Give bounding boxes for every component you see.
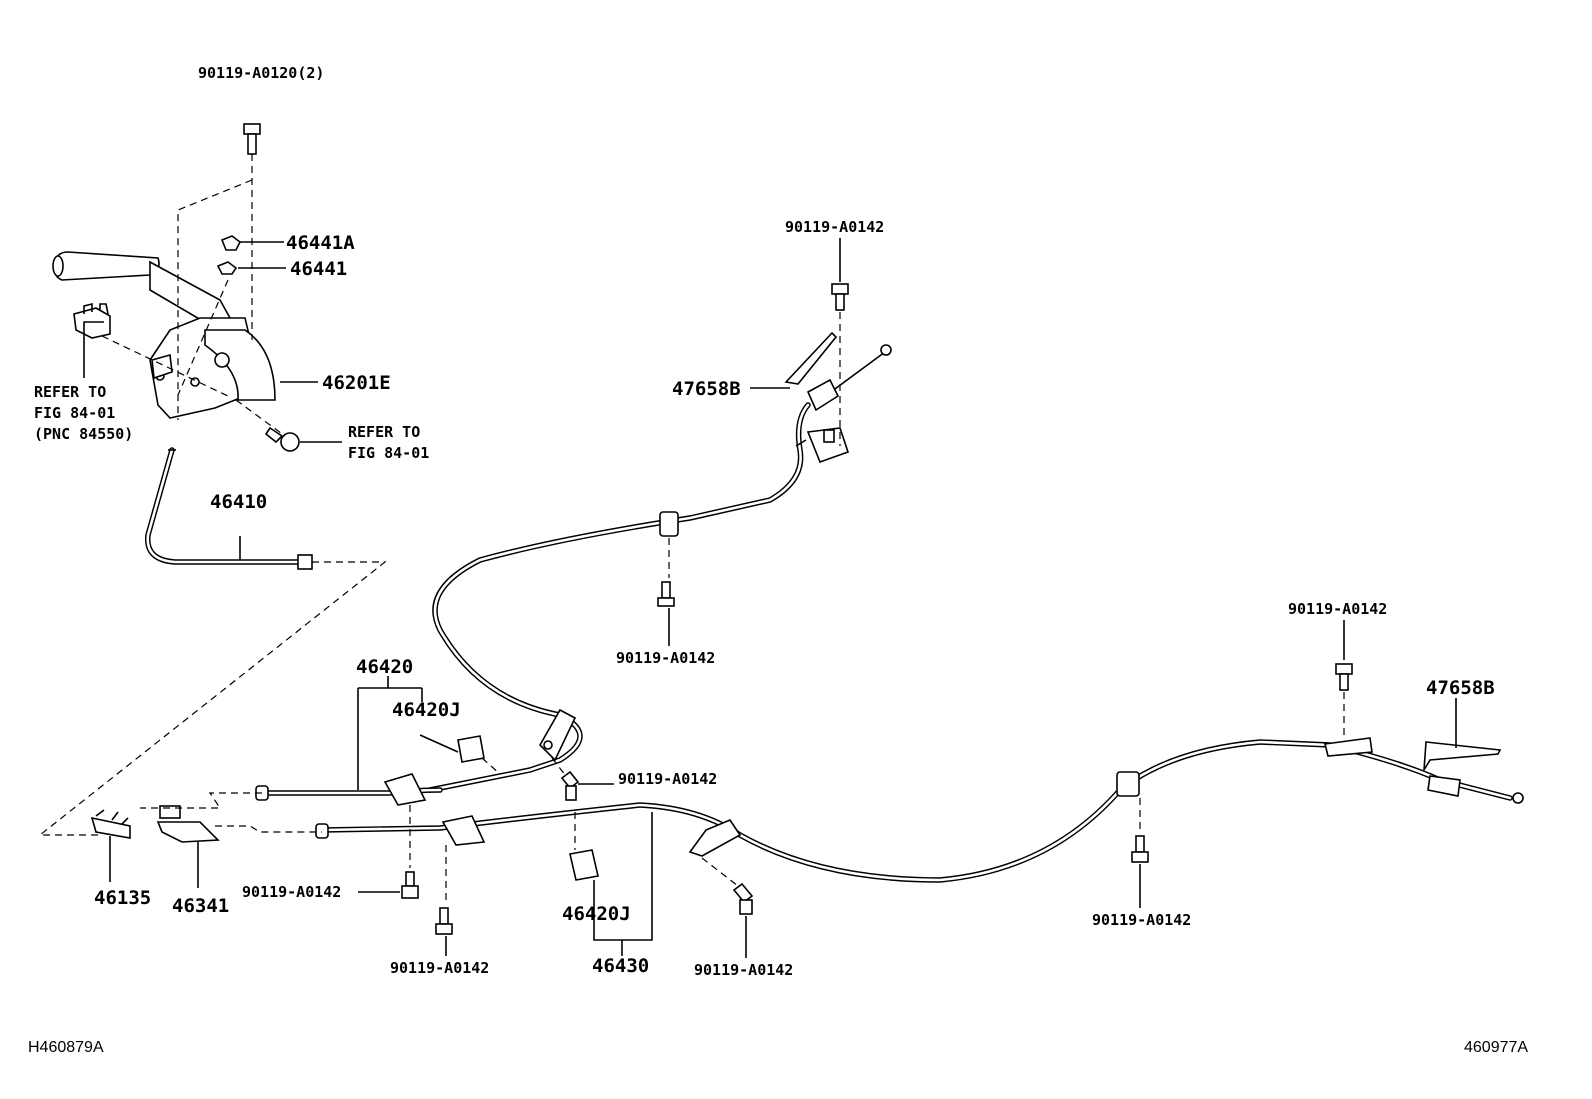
front-cable-46410 — [145, 447, 313, 570]
illustration-code-right: 460977A — [1464, 1039, 1528, 1056]
label-refer-right-2: FIG 84-01 — [348, 444, 429, 462]
bolt-icon — [243, 123, 261, 155]
bolt-icon — [1131, 835, 1149, 863]
label-refer-left-3: (PNC 84550) — [34, 425, 133, 443]
cable-clip-icon — [457, 735, 485, 763]
lower-cable-46430 — [315, 737, 1524, 883]
label-46135: 46135 — [94, 887, 151, 909]
label-46420: 46420 — [356, 656, 413, 678]
label-bolt-mid-cable: 90119-A0142 — [616, 649, 715, 667]
nut-icon — [216, 235, 242, 275]
label-46420j-top: 46420J — [392, 699, 461, 721]
label-refer-right-1: REFER TO — [348, 423, 420, 441]
bolt-icon — [732, 882, 754, 915]
label-bolt-top: 90119-A0120(2) — [198, 64, 324, 82]
label-46410: 46410 — [210, 491, 267, 513]
bolt-icon — [1335, 663, 1353, 691]
upper-cable — [427, 331, 892, 793]
label-bolt-left-lower: 90119-A0142 — [242, 883, 341, 901]
label-bolt-bottom-center: 90119-A0142 — [694, 961, 793, 979]
cable-clip-icon — [569, 849, 599, 881]
brake-switch-part — [73, 302, 111, 339]
parking-brake-lever — [52, 251, 276, 419]
bracket-part-46341 — [156, 805, 220, 843]
label-47658b-right: 47658B — [1426, 677, 1495, 699]
label-bolt-upper-cable: 90119-A0142 — [785, 218, 884, 236]
label-bolt-right-bottom: 90119-A0142 — [1092, 911, 1191, 929]
lower-cable-46420 — [255, 773, 443, 806]
label-bolt-bracket: 90119-A0142 — [618, 770, 717, 788]
bolt-icon — [435, 907, 453, 935]
label-refer-left-2: FIG 84-01 — [34, 404, 115, 422]
bolt-icon — [560, 770, 580, 801]
label-46420j-bottom: 46420J — [562, 903, 631, 925]
label-46441a: 46441A — [286, 232, 355, 254]
bolt-icon — [657, 581, 675, 607]
label-46441: 46441 — [290, 258, 347, 280]
bolt-icon — [401, 871, 419, 899]
label-46430: 46430 — [592, 955, 649, 977]
bolt-icon — [831, 283, 849, 311]
label-46341: 46341 — [172, 895, 229, 917]
label-47658b-left: 47658B — [672, 378, 741, 400]
bolt-icon — [264, 426, 300, 452]
label-bolt-bottom-left: 90119-A0142 — [390, 959, 489, 977]
equalizer-part-46135 — [90, 809, 131, 839]
label-refer-left-1: REFER TO — [34, 383, 106, 401]
illustration-code-left: H460879A — [28, 1039, 104, 1056]
label-46201e: 46201E — [322, 372, 391, 394]
label-bolt-right-top: 90119-A0142 — [1288, 600, 1387, 618]
